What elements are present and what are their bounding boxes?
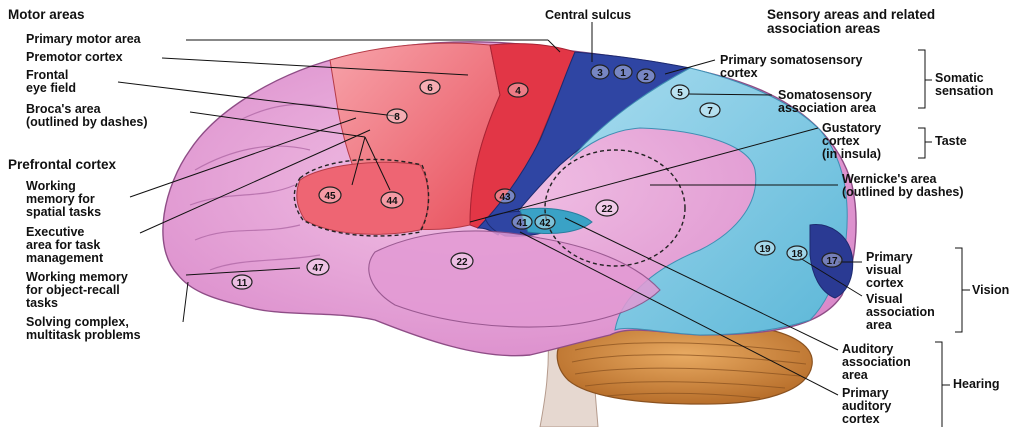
area-11: 11 — [237, 278, 248, 289]
visual-association-label: Visual association area — [866, 293, 935, 332]
area-18: 18 — [791, 249, 803, 260]
premotor-cortex-label: Premotor cortex — [26, 51, 123, 64]
auditory-association-label: Auditory association area — [842, 343, 911, 382]
sensory-areas-heading: Sensory areas and related association ar… — [767, 8, 935, 36]
area-2: 2 — [643, 72, 649, 83]
somatosensory-association-label: Somatosensory association area — [778, 89, 876, 115]
vision-group-label: Vision — [972, 284, 1009, 297]
area-1: 1 — [620, 68, 626, 79]
area-44: 44 — [386, 196, 398, 207]
taste-group-label: Taste — [935, 135, 967, 148]
prefrontal-cortex-heading: Prefrontal cortex — [8, 158, 116, 172]
broca-region — [297, 162, 429, 234]
hearing-group-label: Hearing — [953, 378, 1000, 391]
area-17: 17 — [826, 256, 838, 267]
working-memory-spatial-label: Working memory for spatial tasks — [26, 180, 101, 219]
area-22-temporal: 22 — [456, 257, 468, 268]
area-8: 8 — [394, 112, 400, 123]
wernickes-area-label: Wernicke's area (outlined by dashes) — [842, 173, 964, 199]
brocas-area-label: Broca's area (outlined by dashes) — [26, 103, 148, 129]
area-43: 43 — [499, 192, 511, 203]
central-sulcus-label: Central sulcus — [545, 9, 631, 22]
primary-somatosensory-label: Primary somatosensory cortex — [720, 54, 862, 80]
solving-complex-label: Solving complex, multitask problems — [26, 316, 141, 342]
area-3: 3 — [597, 68, 603, 79]
somatic-sensation-group-label: Somatic sensation — [935, 72, 993, 98]
primary-visual-cortex-label: Primary visual cortex — [866, 251, 913, 290]
area-6: 6 — [427, 83, 433, 94]
frontal-eye-field-label: Frontal eye field — [26, 69, 76, 95]
area-4: 4 — [515, 86, 521, 97]
primary-auditory-cortex-label: Primary auditory cortex — [842, 387, 891, 426]
area-42: 42 — [539, 218, 551, 229]
gustatory-cortex-label: Gustatory cortex (in insula) — [822, 122, 881, 161]
area-47: 47 — [312, 263, 324, 274]
executive-area-label: Executive area for task management — [26, 226, 103, 265]
primary-motor-area-label: Primary motor area — [26, 33, 141, 46]
motor-areas-heading: Motor areas — [8, 8, 85, 22]
area-41: 41 — [516, 218, 528, 229]
area-19: 19 — [759, 244, 771, 255]
area-5: 5 — [677, 88, 683, 99]
area-7: 7 — [707, 106, 713, 117]
working-memory-object-label: Working memory for object-recall tasks — [26, 271, 128, 310]
area-22-wernicke: 22 — [601, 204, 613, 215]
area-45: 45 — [324, 191, 336, 202]
